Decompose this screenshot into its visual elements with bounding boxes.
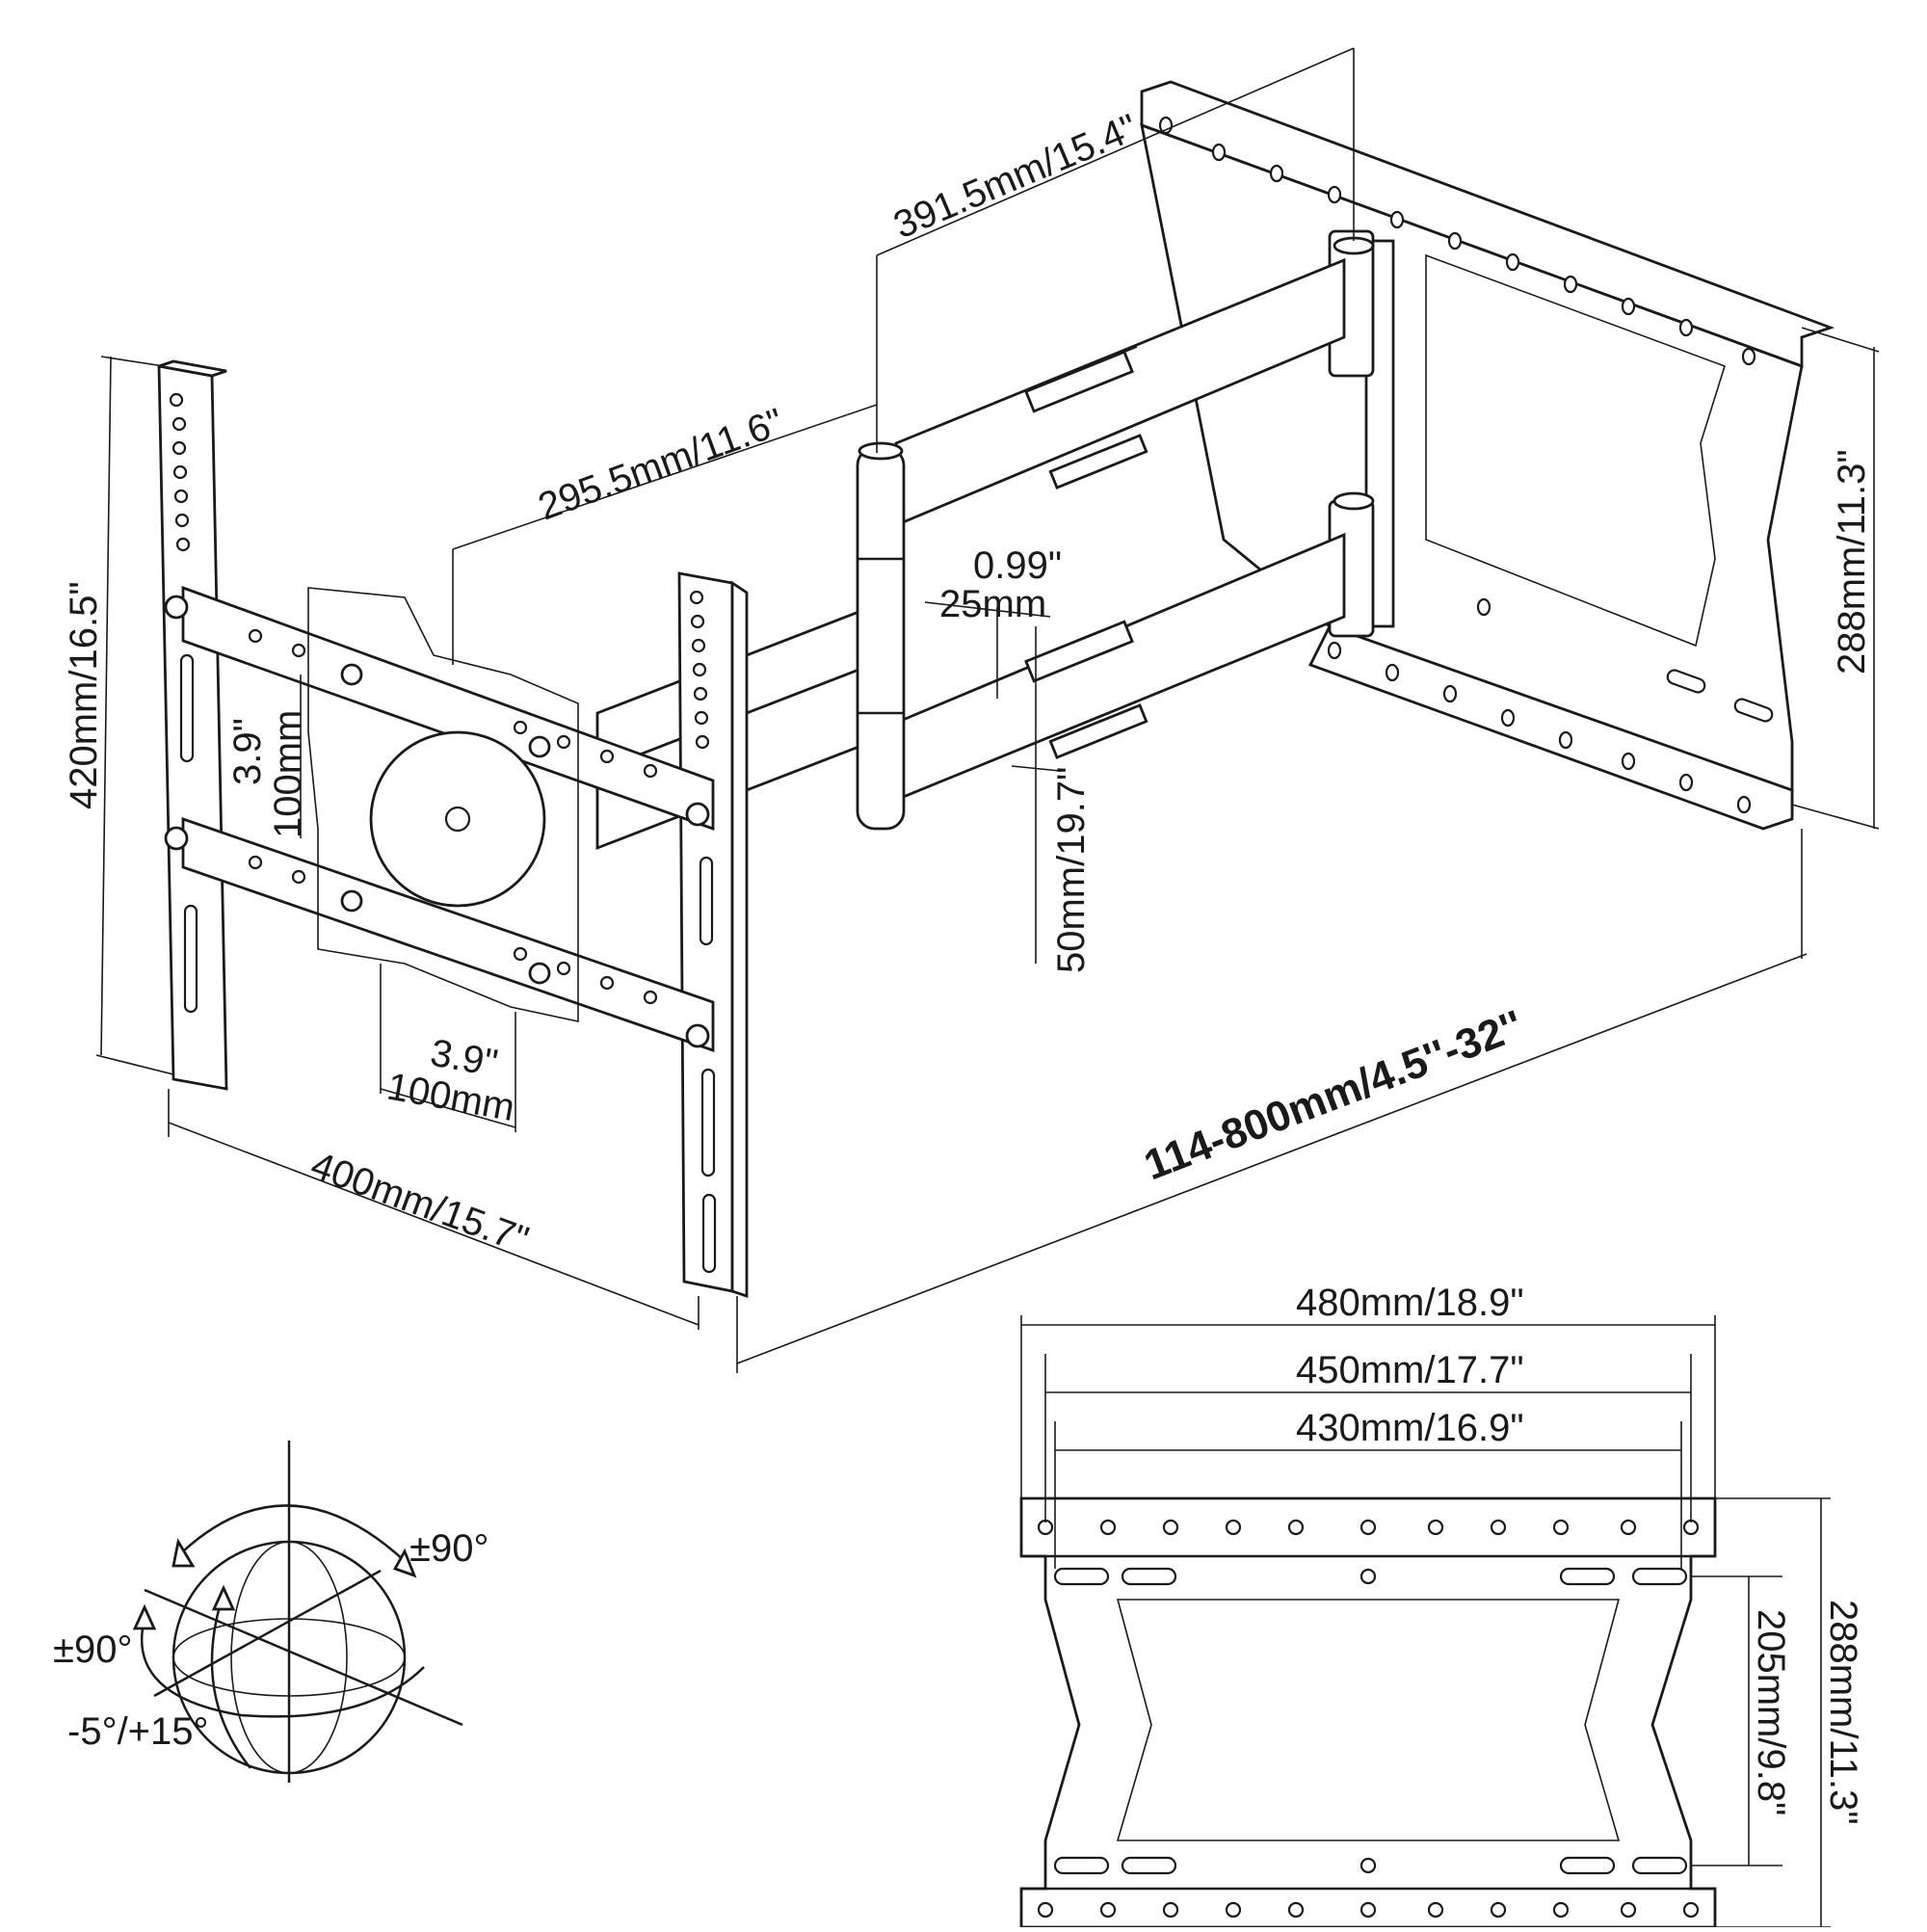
tv-plate-height-dim: 420mm/16.5" (63, 581, 105, 809)
vesa-vertical-inch-dim: 3.9" (226, 718, 269, 785)
tv-plate-width-dim: 400mm/15.7" (305, 1144, 534, 1261)
swivel-angle: ±90° (409, 1527, 488, 1570)
wall-plate-height-total: 288mm/11.3" (1822, 1600, 1864, 1825)
wall-plate-top-holes (1158, 116, 1756, 366)
tv-plate-rail-holes (248, 628, 658, 1005)
front-top-slots (1053, 1567, 1688, 1586)
rotate-angle: ±90° (53, 1628, 132, 1671)
front-bottom-holes (1037, 1901, 1700, 1919)
wall-plate-front-view (1019, 1315, 1831, 1929)
front-top-holes (1037, 1519, 1700, 1536)
vesa-vertical-mm-dim: 100mm (267, 710, 309, 838)
wall-plate-height-holes: 205mm/9.8" (1750, 1609, 1792, 1815)
arm-long-dim: 391.5mm/15.4" (887, 106, 1144, 247)
tv-plate-strap-holes (169, 392, 717, 1274)
front-bottom-slots (1053, 1856, 1688, 1875)
rotation-diagram (132, 1441, 463, 1783)
tv-plate-bolts (164, 595, 710, 1048)
wall-plate-bottom-holes (1327, 597, 1774, 814)
arm-gap-inch-dim: 0.99" (973, 544, 1062, 587)
tv-plate (157, 359, 749, 1298)
dimension-lines (95, 47, 1880, 1373)
offset-small-dim: 50mm/19.7" (1050, 767, 1093, 973)
arm-gap-mm-dim: 25mm (939, 583, 1046, 625)
wall-plate-height-side-dim: 288mm/11.3" (1831, 449, 1873, 675)
wall-plate-width-inner: 430mm/16.9" (1296, 1407, 1524, 1449)
wall-plate-width-mid: 450mm/17.7" (1296, 1349, 1524, 1391)
wall-plate-width-outer: 480mm/18.9" (1296, 1282, 1524, 1324)
arm-short-dim: 295.5mm/11.6" (533, 401, 789, 529)
tilt-angle: -5°/+15° (67, 1710, 209, 1753)
wall-plate-perspective (1140, 80, 1835, 831)
extension-range-dim: 114-800mm/4.5''-32'' (1138, 1001, 1529, 1189)
vesa-horizontal-mm-dim: 100mm (383, 1066, 517, 1129)
